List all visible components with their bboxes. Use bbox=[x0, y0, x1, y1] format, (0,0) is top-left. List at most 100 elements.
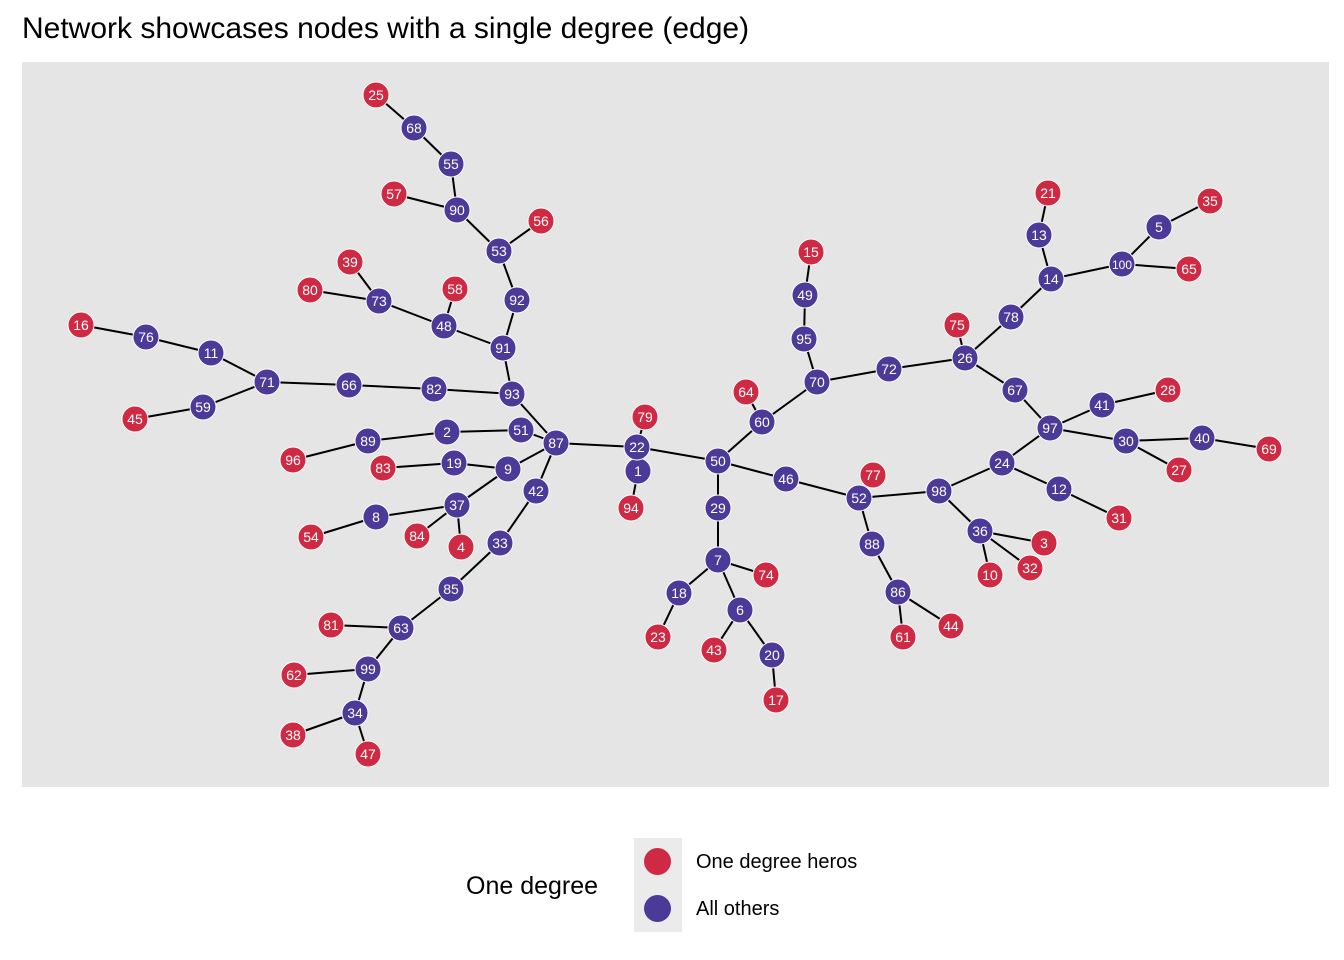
node-37: 37 bbox=[443, 491, 471, 519]
node-label: 44 bbox=[943, 618, 959, 634]
node-52: 52 bbox=[845, 484, 873, 512]
node-87: 87 bbox=[542, 429, 570, 457]
node-label: 71 bbox=[259, 374, 275, 390]
node-circle bbox=[280, 661, 308, 689]
node-43: 43 bbox=[700, 636, 728, 664]
node-label: 50 bbox=[710, 453, 726, 469]
node-32: 32 bbox=[1016, 554, 1044, 582]
node-label: 7 bbox=[714, 552, 722, 568]
node-label: 56 bbox=[533, 213, 549, 229]
node-69: 69 bbox=[1255, 435, 1283, 463]
node-29: 29 bbox=[704, 494, 732, 522]
node-label: 47 bbox=[360, 746, 376, 762]
node-38: 38 bbox=[279, 721, 307, 749]
node-81: 81 bbox=[317, 611, 345, 639]
node-circle bbox=[1154, 376, 1182, 404]
node-label: 96 bbox=[285, 452, 301, 468]
node-circle bbox=[420, 375, 448, 403]
node-93: 93 bbox=[498, 380, 526, 408]
node-11: 11 bbox=[197, 339, 225, 367]
node-label: 51 bbox=[513, 422, 529, 438]
node-30: 30 bbox=[1112, 427, 1140, 455]
node-33: 33 bbox=[486, 529, 514, 557]
node-55: 55 bbox=[437, 150, 465, 178]
node-39: 39 bbox=[336, 248, 364, 276]
node-51: 51 bbox=[507, 416, 535, 444]
node-35: 35 bbox=[1196, 187, 1224, 215]
node-circle bbox=[522, 477, 550, 505]
node-circle bbox=[437, 575, 465, 603]
node-circle bbox=[542, 429, 570, 457]
node-circle bbox=[1112, 427, 1140, 455]
node-label: 15 bbox=[803, 244, 819, 260]
node-circle bbox=[433, 418, 461, 446]
node-circle bbox=[485, 237, 513, 265]
node-5: 5 bbox=[1145, 213, 1173, 241]
node-circle bbox=[430, 312, 458, 340]
node-circle bbox=[1105, 504, 1133, 532]
node-circle bbox=[197, 339, 225, 367]
node-label: 33 bbox=[492, 535, 508, 551]
node-label: 5 bbox=[1155, 219, 1163, 235]
node-label: 23 bbox=[650, 629, 666, 645]
node-label: 64 bbox=[738, 384, 754, 400]
node-circle bbox=[797, 238, 825, 266]
node-77: 77 bbox=[859, 461, 887, 489]
node-circle bbox=[443, 196, 471, 224]
node-15: 15 bbox=[797, 238, 825, 266]
node-circle bbox=[400, 114, 428, 142]
node-circle bbox=[279, 721, 307, 749]
node-45: 45 bbox=[121, 405, 149, 433]
node-circle bbox=[726, 596, 754, 624]
node-label: 59 bbox=[195, 399, 211, 415]
node-27: 27 bbox=[1165, 456, 1193, 484]
node-circle bbox=[951, 344, 979, 372]
node-label: 12 bbox=[1051, 481, 1067, 497]
node-84: 84 bbox=[403, 522, 431, 550]
node-circle bbox=[296, 276, 324, 304]
node-circle bbox=[859, 461, 887, 489]
node-circle bbox=[875, 355, 903, 383]
node-circle bbox=[527, 207, 555, 235]
node-3: 3 bbox=[1030, 529, 1058, 557]
node-75: 75 bbox=[943, 311, 971, 339]
node-label: 11 bbox=[204, 345, 219, 361]
node-circle bbox=[387, 614, 415, 642]
node-label: 65 bbox=[1181, 261, 1197, 277]
node-circle bbox=[486, 529, 514, 557]
node-56: 56 bbox=[527, 207, 555, 235]
node-label: 48 bbox=[436, 318, 452, 334]
node-circle bbox=[362, 503, 390, 531]
node-circle bbox=[1025, 221, 1053, 249]
node-circle bbox=[1030, 529, 1058, 557]
node-label: 46 bbox=[778, 471, 794, 487]
node-49: 49 bbox=[791, 281, 819, 309]
node-circle bbox=[791, 281, 819, 309]
node-circle bbox=[976, 561, 1004, 589]
node-circle bbox=[189, 393, 217, 421]
node-21: 21 bbox=[1034, 179, 1062, 207]
node-label: 29 bbox=[710, 500, 726, 516]
node-label: 20 bbox=[764, 647, 780, 663]
node-99: 99 bbox=[354, 655, 382, 683]
node-circle bbox=[1175, 255, 1203, 283]
node-label: 34 bbox=[347, 705, 363, 721]
node-circle bbox=[380, 180, 408, 208]
node-59: 59 bbox=[189, 393, 217, 421]
node-78: 78 bbox=[997, 303, 1025, 331]
node-92: 92 bbox=[503, 286, 531, 314]
node-23: 23 bbox=[644, 623, 672, 651]
node-circle bbox=[369, 454, 397, 482]
node-circle bbox=[354, 740, 382, 768]
node-label: 3 bbox=[1040, 535, 1048, 551]
node-label: 42 bbox=[528, 483, 544, 499]
node-circle bbox=[732, 378, 760, 406]
node-label: 26 bbox=[957, 350, 973, 366]
node-circle bbox=[988, 449, 1016, 477]
node-label: 21 bbox=[1040, 185, 1056, 201]
node-label: 6 bbox=[736, 602, 744, 618]
node-circle bbox=[704, 546, 732, 574]
node-9: 9 bbox=[494, 455, 522, 483]
node-64: 64 bbox=[732, 378, 760, 406]
node-label: 88 bbox=[864, 536, 880, 552]
